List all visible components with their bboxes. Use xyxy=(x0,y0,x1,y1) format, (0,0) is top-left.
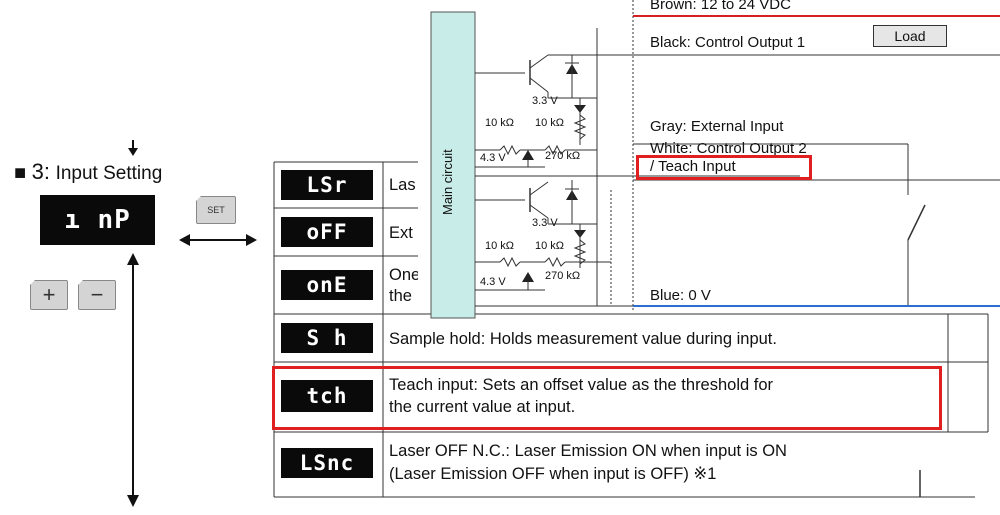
switch xyxy=(907,204,926,241)
horizontal-arrow-right-head xyxy=(246,234,257,246)
component-label: 3.3 V xyxy=(532,95,558,107)
main-circuit-label: Main circuit xyxy=(440,149,455,215)
horizontal-arrow-left-head xyxy=(179,234,190,246)
lcd-display: ı nP xyxy=(40,195,155,245)
white-wire-label: White: Control Output 2 xyxy=(650,140,807,157)
brown-wire-label: Brown: 12 to 24 VDC xyxy=(650,0,791,13)
component-label: 10 kΩ xyxy=(535,240,565,252)
component-label: 10 kΩ xyxy=(535,117,565,129)
option-code: tch xyxy=(281,380,373,412)
option-description-line2: the xyxy=(389,287,412,305)
black-wire-label: Black: Control Output 1 xyxy=(650,34,806,51)
option-description: One xyxy=(389,266,421,284)
vertical-arrow-down-head xyxy=(127,495,139,507)
option-description: Laser OFF N.C.: Laser Emission ON when i… xyxy=(389,442,787,460)
section-number: 3: xyxy=(31,159,51,184)
vertical-arrow-up-head xyxy=(127,253,139,265)
component-label: 10 kΩ xyxy=(485,240,515,252)
gray-wire-label: Gray: External Input xyxy=(650,118,784,135)
component-label: 4.3 V xyxy=(480,152,506,164)
teach-input-highlight xyxy=(636,155,812,180)
option-description: Sample hold: Holds measurement value dur… xyxy=(389,330,777,348)
main-circuit-box xyxy=(430,11,476,319)
option-code: onE xyxy=(281,270,373,300)
top-arrow-head xyxy=(128,148,138,156)
option-code: LSr xyxy=(281,170,373,200)
component-label: 10 kΩ xyxy=(485,117,515,129)
option-description: Las xyxy=(389,176,416,194)
option-description: Ext xyxy=(389,224,413,242)
section-heading: ■ 3: Input Setting xyxy=(14,160,162,186)
teach-row-highlight xyxy=(272,366,942,430)
component-label: 270 kΩ xyxy=(545,270,581,282)
option-code: oFF xyxy=(281,217,373,247)
option-description: Teach input: Sets an offset value as the… xyxy=(389,376,774,394)
load-box: Load xyxy=(873,25,947,47)
section-title: Input Setting xyxy=(55,163,163,184)
set-key-button[interactable]: SET xyxy=(196,196,236,224)
component-label: 3.3 V xyxy=(532,217,558,229)
option-code: LSnc xyxy=(281,448,373,478)
option-code: S h xyxy=(281,323,373,353)
component-label: 4.3 V xyxy=(480,276,506,288)
section-marker-icon: ■ xyxy=(14,162,27,184)
teach-input-label: / Teach Input xyxy=(650,158,736,175)
option-description-line2: (Laser Emission OFF when input is OFF) ※… xyxy=(389,465,717,483)
minus-key-button[interactable]: − xyxy=(78,280,116,310)
plus-key-button[interactable]: + xyxy=(30,280,68,310)
option-description-line2: the current value at input. xyxy=(389,398,576,416)
left-panel-arrows xyxy=(127,140,257,507)
blue-wire-label: Blue: 0 V xyxy=(650,287,711,304)
component-label: 270 kΩ xyxy=(545,150,581,162)
